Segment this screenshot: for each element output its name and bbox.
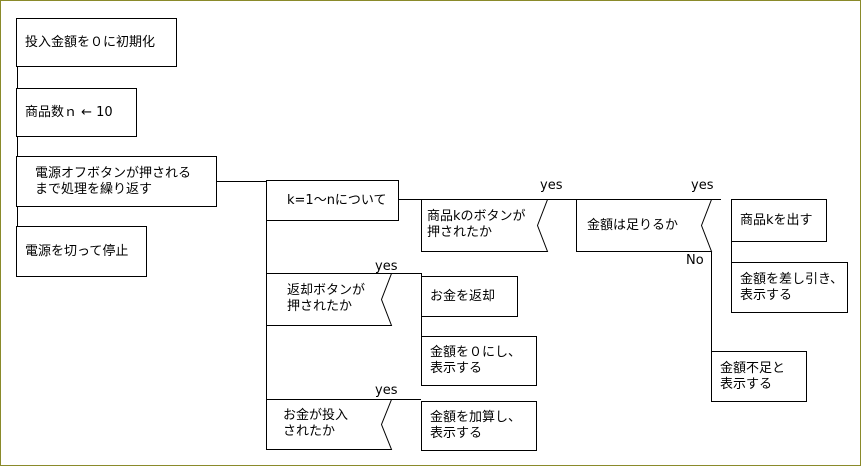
no-label-amount: No — [686, 253, 704, 268]
yes-label-product: yes — [540, 178, 563, 193]
subtract-box: 金額を差し引き、 表示する — [731, 262, 848, 313]
add-amount-box: 金額を加算し、 表示する — [421, 401, 537, 451]
cond-product-shape — [421, 199, 549, 252]
power-off-text: 電源を切って停止 — [25, 243, 129, 259]
cond-amount-text: 金額は足りるか — [587, 218, 679, 233]
dispense-text: 商品kを出す — [740, 212, 813, 228]
dispense-box: 商品kを出す — [731, 199, 827, 242]
return-money-box: お金を返却 — [421, 276, 518, 317]
loop-power-text: 電源オフボタンが押される まで処理を繰り返す — [35, 165, 192, 197]
yes-label-insert: yes — [375, 383, 398, 398]
cond-amount-shape — [576, 199, 713, 252]
set-n-text: 商品数ｎ ← 10 — [25, 104, 113, 120]
loop-k-text: k=1～nについて — [287, 192, 387, 208]
subtract-text: 金額を差し引き、 表示する — [740, 271, 844, 303]
cond-product-text: 商品kのボタンが 押されたか — [427, 209, 526, 240]
cond-insert-text: お金が投入 されたか — [283, 408, 349, 439]
reset-amount-text: 金額を０にし、 表示する — [430, 345, 522, 376]
cond-return-text: 返却ボタンが 押されたか — [287, 283, 366, 314]
insufficient-box: 金額不足と 表示する — [711, 351, 807, 402]
cond-return-shape — [266, 273, 393, 326]
power-off-box: 電源を切って停止 — [16, 226, 147, 277]
return-money-text: お金を返却 — [430, 288, 496, 304]
reset-amount-box: 金額を０にし、 表示する — [421, 336, 537, 386]
yes-label-return: yes — [375, 259, 398, 274]
loop-power-box: 電源オフボタンが押される まで処理を繰り返す — [16, 156, 217, 207]
insufficient-text: 金額不足と 表示する — [720, 360, 786, 392]
yes-label-amount: yes — [691, 178, 714, 193]
add-amount-text: 金額を加算し、 表示する — [430, 410, 522, 441]
init-text: 投入金額を０に初期化 — [25, 34, 156, 50]
set-n-box: 商品数ｎ ← 10 — [16, 88, 137, 137]
loop-k-box: k=1～nについて — [266, 180, 399, 221]
init-box: 投入金額を０に初期化 — [16, 18, 177, 67]
cond-insert-shape — [266, 399, 393, 450]
